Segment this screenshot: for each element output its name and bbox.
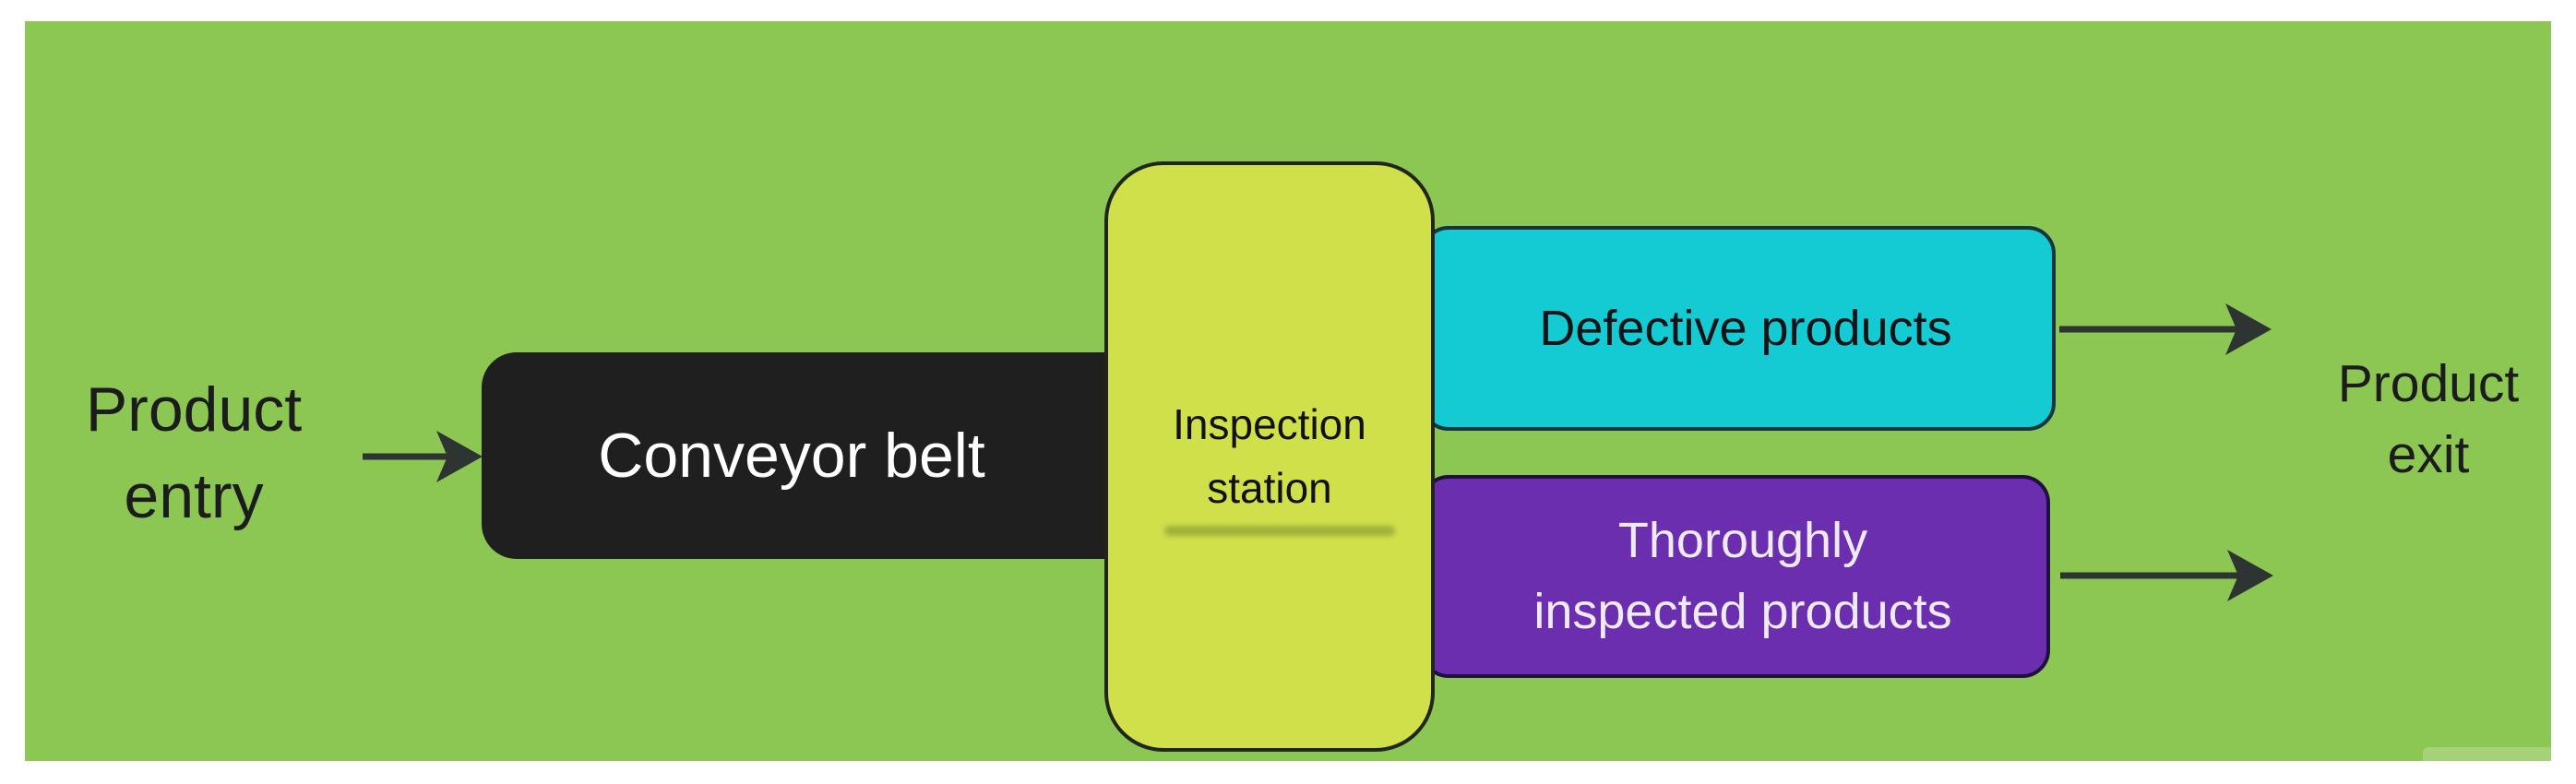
arrow-head-icon: [436, 431, 483, 482]
conveyor-belt-node: Conveyor belt: [482, 352, 1144, 559]
conveyor-belt-label: Conveyor belt: [598, 421, 985, 491]
defective-products-label: Defective products: [1539, 301, 1952, 356]
product-entry-label: Product entry: [35, 367, 352, 540]
product-exit-line2: exit: [2387, 424, 2470, 484]
text-smudge-artifact: [1164, 526, 1395, 536]
inspection-station-line2: station: [1207, 464, 1332, 512]
inspection-station-node: Inspection station: [1104, 161, 1435, 752]
product-entry-line2: entry: [124, 460, 264, 531]
inspected-products-line1: Thoroughly: [1617, 513, 1868, 569]
arrow-defective-to-exit: [2059, 303, 2272, 355]
watermark-remnant: [2423, 747, 2551, 761]
inspected-products-node: Thoroughly inspected products: [1421, 475, 2050, 678]
product-exit-line1: Product: [2337, 354, 2520, 413]
defective-products-node: Defective products: [1421, 226, 2056, 431]
product-entry-line1: Product: [85, 374, 303, 445]
product-exit-label: Product exit: [2299, 349, 2558, 491]
inspection-station-line1: Inspection: [1173, 400, 1366, 448]
arrow-entry-to-conveyor: [363, 431, 483, 482]
arrow-head-icon: [2227, 550, 2273, 601]
inspected-products-line2: inspected products: [1533, 584, 1952, 639]
arrow-head-icon: [2225, 303, 2272, 355]
arrow-inspected-to-exit: [2060, 550, 2273, 601]
